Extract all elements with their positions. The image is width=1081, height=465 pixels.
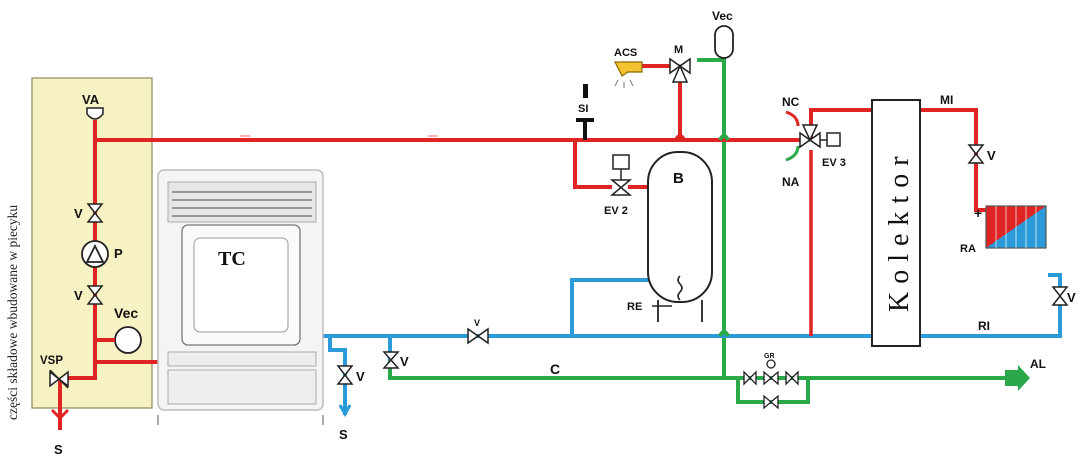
label-c: C <box>550 361 560 377</box>
valve-v-return <box>467 327 489 345</box>
valve-group-gr <box>743 359 799 410</box>
label-vec-top: Vec <box>712 9 733 23</box>
label-s-left: S <box>54 442 63 457</box>
expansion-vessel-panel <box>114 326 142 354</box>
side-note: części składowe wbudowane w piecyku <box>5 205 20 420</box>
valve-v-ri <box>1051 286 1069 306</box>
label-m: M <box>674 44 683 56</box>
label-v-upper: V <box>74 206 83 221</box>
expansion-vessel-top <box>714 25 734 59</box>
label-p: P <box>114 246 123 261</box>
label-si: SI <box>578 103 588 115</box>
label-v-ri: V <box>1067 290 1076 305</box>
air-vent-va <box>86 107 104 120</box>
label-v-return: V <box>474 318 480 328</box>
label-v-lower: V <box>74 288 83 303</box>
drain-s-left <box>50 408 70 421</box>
pump-icon <box>81 240 109 268</box>
stove-label: TC <box>218 248 246 270</box>
label-s-right: S <box>339 427 348 442</box>
label-v-mi: V <box>987 148 996 163</box>
safety-valve-vsp <box>49 369 69 389</box>
label-plus: + <box>974 205 982 221</box>
label-al: AL <box>1030 357 1046 371</box>
three-way-valve-ev3 <box>799 124 841 149</box>
boiler-b <box>647 151 713 303</box>
label-ra: RA <box>960 243 976 255</box>
valve-v-lower <box>86 285 104 305</box>
drain-valve-v <box>336 365 354 385</box>
label-gr: GR <box>764 353 775 360</box>
label-na: NA <box>782 175 800 189</box>
label-kolektor: Kolektor <box>884 148 915 312</box>
valve-v-cold <box>382 351 400 369</box>
label-v-cold: V <box>400 354 409 369</box>
label-acs: ACS <box>614 47 637 59</box>
label-va: VA <box>82 92 100 107</box>
mixing-valve-m <box>669 57 691 83</box>
label-ev3: EV 3 <box>822 157 846 169</box>
label-ev2: EV 2 <box>604 205 628 217</box>
sensor-si <box>583 84 588 98</box>
label-re: RE <box>627 301 642 313</box>
label-vsp: VSP <box>40 355 63 367</box>
stove-tc <box>157 169 324 425</box>
faucet-acs-icon <box>614 61 643 88</box>
label-vec-panel: Vec <box>114 305 138 321</box>
pipe-crossovers <box>674 134 730 337</box>
label-mi: MI <box>940 93 953 107</box>
label-v-drain: V <box>356 369 365 384</box>
radiator-ra <box>985 205 1047 249</box>
al-inlet-arrow <box>1005 365 1030 391</box>
label-ri: RI <box>978 319 990 333</box>
label-b: B <box>673 170 684 187</box>
manifold-kolektor <box>871 99 921 347</box>
label-nc: NC <box>782 95 800 109</box>
valve-ev2 <box>609 154 633 196</box>
valve-v-upper <box>86 203 104 223</box>
valve-v-mi <box>967 144 985 164</box>
